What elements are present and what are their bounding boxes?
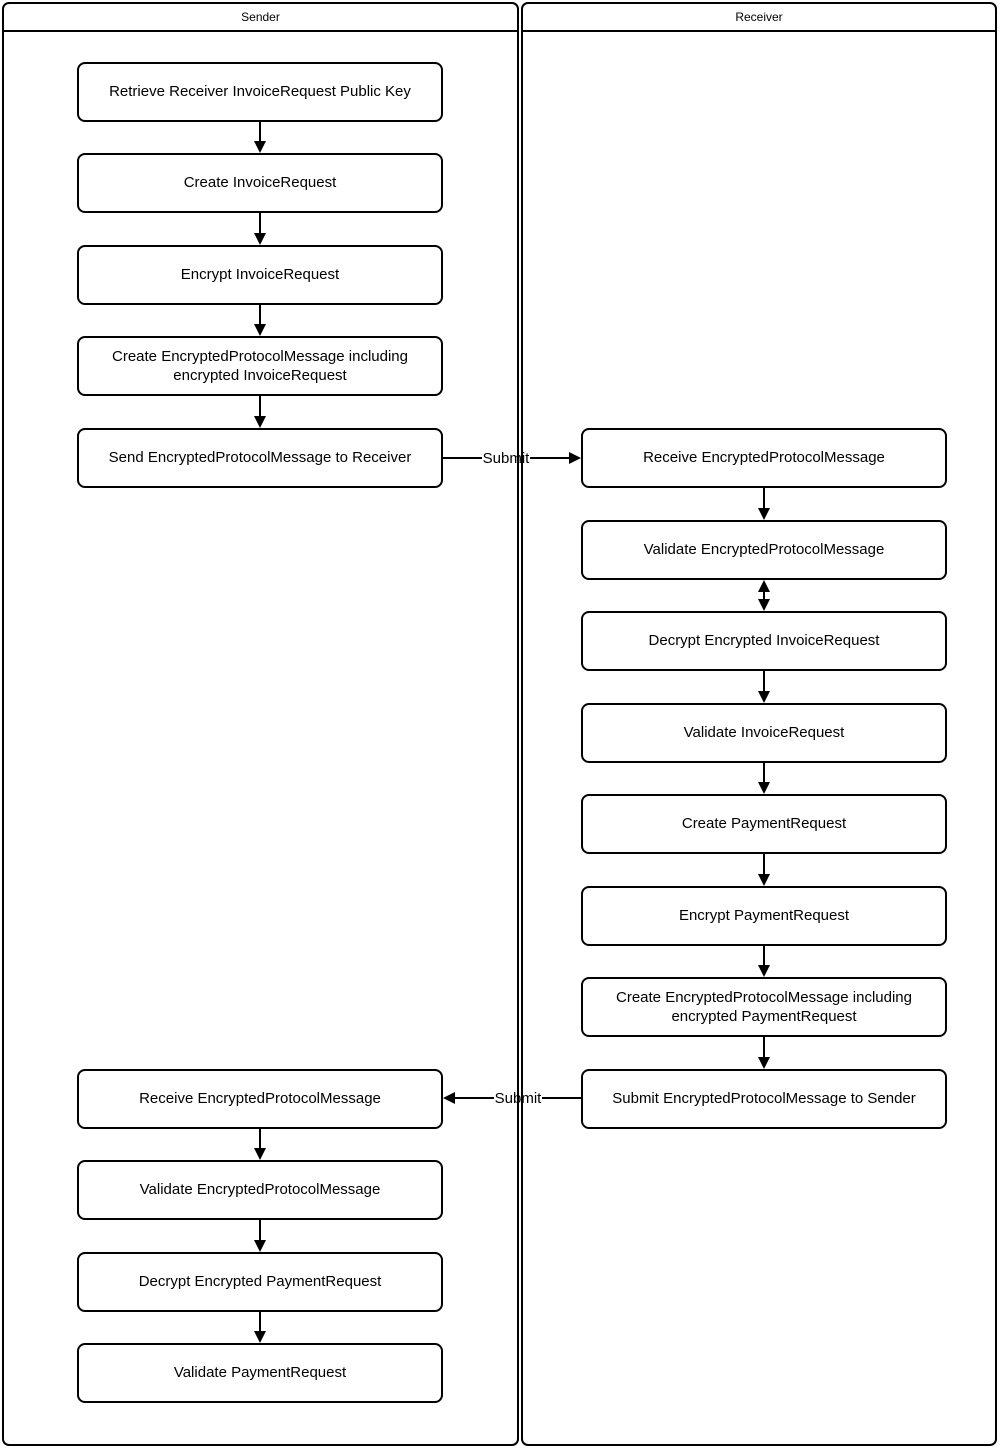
node-decrypt-encrypted-paymentrequest: Decrypt Encrypted PaymentRequest: [77, 1252, 443, 1312]
arrow-bidirectional: [758, 580, 770, 611]
arrowhead-down-icon: [254, 324, 266, 336]
arrowhead-up-icon: [758, 580, 770, 592]
arrowhead-left-icon: [443, 1092, 455, 1104]
arrow-down: [758, 946, 770, 977]
node-send-encryptedprotocolmessage-to-receiver: Send EncryptedProtocolMessage to Receive…: [77, 428, 443, 488]
arrow-down: [254, 213, 266, 245]
arrowhead-down-icon: [254, 141, 266, 153]
arrow-down: [758, 671, 770, 703]
node-create-invoicerequest: Create InvoiceRequest: [77, 153, 443, 213]
swimlane-sender-title: Sender: [4, 4, 517, 32]
arrowhead-down-icon: [758, 965, 770, 977]
arrow-down: [254, 305, 266, 336]
arrow-down: [254, 1220, 266, 1252]
arrow-down: [254, 1312, 266, 1343]
submit-arrow-to-receiver-label: Submit: [482, 449, 530, 467]
arrowhead-right-icon: [569, 452, 581, 464]
submit-arrow-to-sender: Submit: [443, 1086, 581, 1110]
arrowhead-down-icon: [758, 599, 770, 611]
arrow-down: [254, 396, 266, 428]
node-create-encryptedprotocolmessage-paymentrequest: Create EncryptedProtocolMessage includin…: [581, 977, 947, 1037]
node-create-paymentrequest: Create PaymentRequest: [581, 794, 947, 854]
arrowhead-down-icon: [758, 508, 770, 520]
arrow-down: [758, 488, 770, 520]
submit-arrow-to-receiver: Submit: [443, 446, 581, 470]
node-encrypt-invoicerequest: Encrypt InvoiceRequest: [77, 245, 443, 305]
node-validate-encryptedprotocolmessage-sender: Validate EncryptedProtocolMessage: [77, 1160, 443, 1220]
arrowhead-down-icon: [758, 691, 770, 703]
node-receive-encryptedprotocolmessage-sender: Receive EncryptedProtocolMessage: [77, 1069, 443, 1129]
arrow-down: [758, 1037, 770, 1069]
arrowhead-down-icon: [254, 416, 266, 428]
submit-arrow-to-sender-label: Submit: [494, 1089, 542, 1107]
node-validate-paymentrequest: Validate PaymentRequest: [77, 1343, 443, 1403]
arrow-down: [758, 854, 770, 886]
arrowhead-down-icon: [254, 1148, 266, 1160]
arrowhead-down-icon: [758, 874, 770, 886]
arrowhead-down-icon: [254, 1331, 266, 1343]
arrowhead-down-icon: [758, 782, 770, 794]
arrow-down: [254, 1129, 266, 1160]
node-decrypt-encrypted-invoicerequest: Decrypt Encrypted InvoiceRequest: [581, 611, 947, 671]
node-encrypt-paymentrequest: Encrypt PaymentRequest: [581, 886, 947, 946]
node-receive-encryptedprotocolmessage-receiver: Receive EncryptedProtocolMessage: [581, 428, 947, 488]
arrowhead-down-icon: [254, 1240, 266, 1252]
node-create-encryptedprotocolmessage-invoicerequest: Create EncryptedProtocolMessage includin…: [77, 336, 443, 396]
arrow-down: [758, 763, 770, 794]
arrowhead-down-icon: [254, 233, 266, 245]
node-validate-invoicerequest: Validate InvoiceRequest: [581, 703, 947, 763]
arrowhead-down-icon: [758, 1057, 770, 1069]
arrow-down: [254, 122, 266, 153]
node-submit-encryptedprotocolmessage-to-sender: Submit EncryptedProtocolMessage to Sende…: [581, 1069, 947, 1129]
node-retrieve-invoicerequest-public-key: Retrieve Receiver InvoiceRequest Public …: [77, 62, 443, 122]
swimlane-receiver-title: Receiver: [523, 4, 995, 32]
node-validate-encryptedprotocolmessage-receiver: Validate EncryptedProtocolMessage: [581, 520, 947, 580]
